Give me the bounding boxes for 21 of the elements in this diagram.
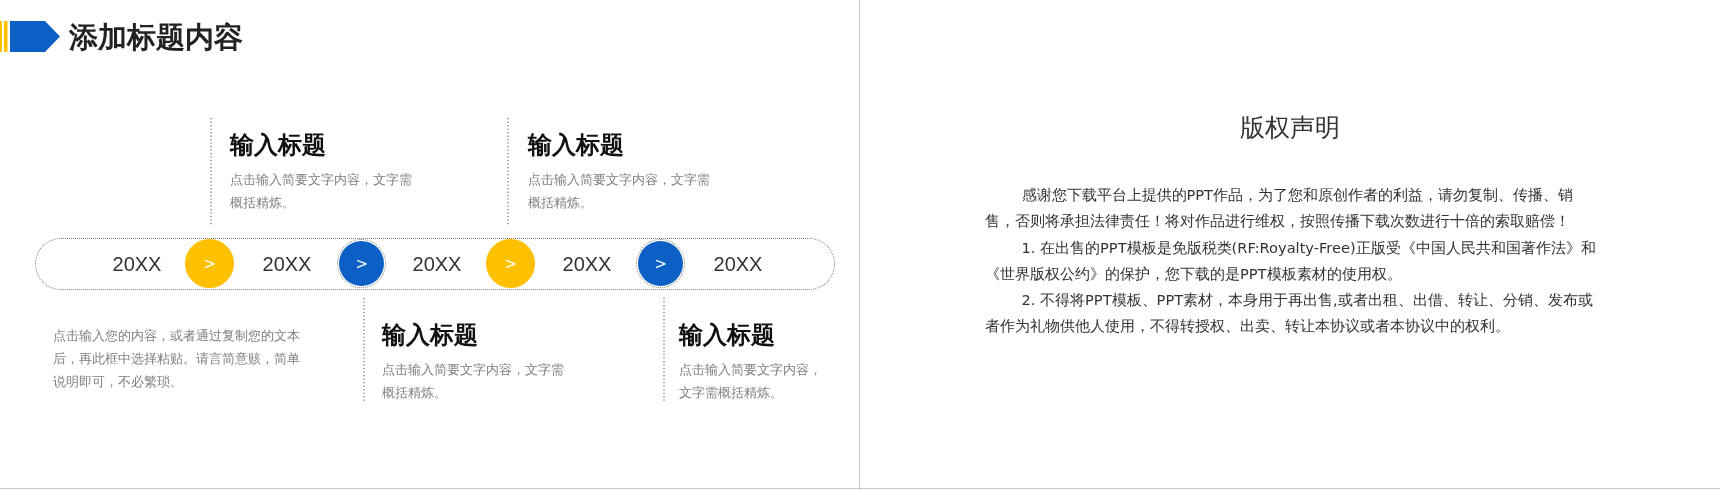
description-text: 点击输入简要文字内容，文字需概括精炼。 [382,361,565,402]
paragraph-text: 感谢您下载平台上提供的PPT作品，为了您和原创作者的利益，请勿复制、传播、销售，否则将承担法律责任！将对作品进行维权，按照传播下载次数进行十倍的索取赔偿！ [985,185,1574,232]
arrow-circle: > [185,239,235,289]
paragraph-text: 2. 不得将PPT模板、PPT素材，本身用于再出售,或者出租、出借、转让、分销、发布或者作为礼物供他人使用，不得转授权、出卖、转让本协议或者本协议中的权利。 [985,290,1594,337]
year-label: 20XX [112,251,162,276]
arrow-circle: > [486,239,536,289]
year-label: 20XX [713,251,763,276]
year-label: 20XX [562,251,612,276]
description-text: 点击输入您的内容，或者通过复制您的文本后，再此框中选择粘贴。请言简意赅，简单说明即可，不必繁琐。 [53,327,301,391]
description-text: 点击输入简要文字内容，文字需概括精炼。 [528,171,711,212]
year-label: 20XX [262,251,312,276]
year-label: 20XX [412,251,462,276]
heading: 输入标题 [230,131,326,160]
heading: 版权声明 [1240,113,1340,143]
description-text: 点击输入简要文字内容，文字需概括精炼。 [679,361,823,402]
heading: 输入标题 [528,131,624,160]
description-text: 点击输入简要文字内容，文字需概括精炼。 [230,171,413,212]
heading: 输入标题 [679,321,775,350]
heading: 输入标题 [382,321,478,350]
paragraph-text: 1. 在出售的PPT模板是免版税类(RF:Royalty-Free)正版受《中国人民共和国著作法》和《世界版权公约》的保护，您下载的是PPT模板素材的使用权。 [985,237,1597,284]
slide-title: 添加标题内容 [69,20,243,54]
